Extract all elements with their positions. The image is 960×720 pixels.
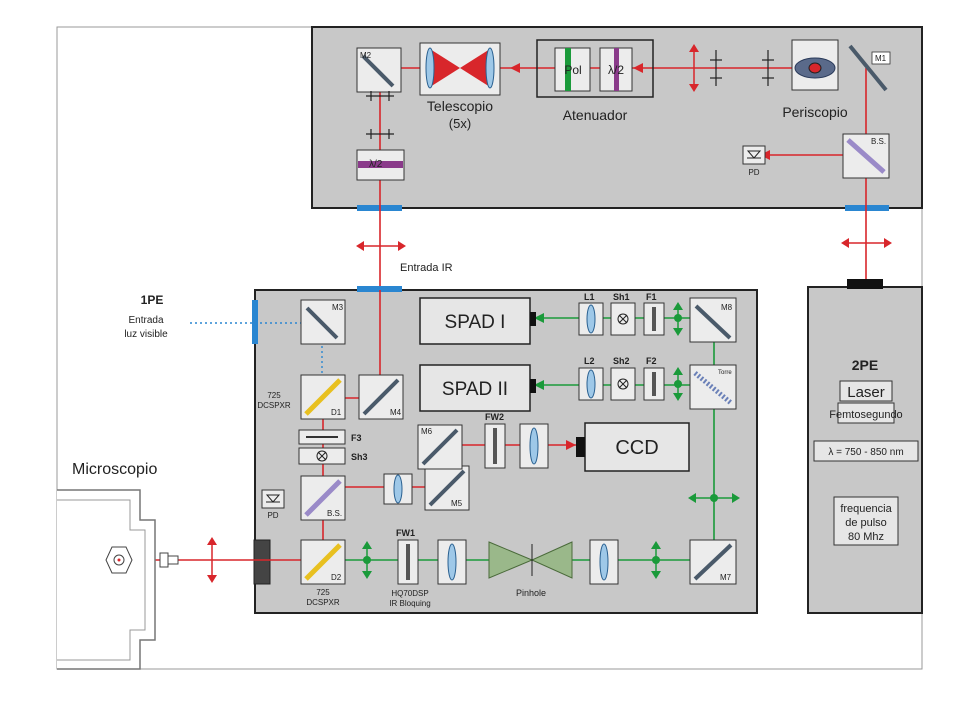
label-m3: M3: [332, 303, 344, 312]
spad-1: [419, 297, 531, 345]
label-1pe-line1: Entrada: [128, 315, 163, 326]
label-pol: Pol: [564, 63, 581, 77]
label-spad2: SPAD II: [442, 379, 508, 400]
spad-2: [419, 364, 531, 412]
label-sh2: Sh2: [613, 356, 630, 366]
label-d1-bot: DCSPXR: [257, 401, 291, 410]
ir-beam-top: [379, 67, 815, 290]
label-hq-top: HQ70DSP: [391, 589, 428, 598]
label-torre: Torre: [718, 370, 732, 376]
label-f3: F3: [351, 433, 362, 443]
label-m4: M4: [390, 408, 402, 417]
label-laser: Laser: [847, 384, 885, 401]
microscope-body: [57, 489, 156, 670]
label-bs-top: B.S.: [871, 137, 886, 146]
label-telescopio-sub: (5x): [449, 116, 471, 131]
label-d2-top: 725: [316, 588, 330, 597]
label-d1-top: 725: [267, 391, 281, 400]
label-d2: D2: [331, 573, 342, 582]
label-m6: M6: [421, 427, 433, 436]
objective-port: [253, 539, 271, 585]
label-freq1: frequencia: [840, 503, 892, 515]
label-f1: F1: [646, 292, 657, 302]
label-telescopio: Telescopio: [427, 98, 493, 114]
label-periscopio: Periscopio: [782, 104, 848, 120]
label-l2: L2: [584, 356, 595, 366]
label-sh1: Sh1: [613, 292, 630, 302]
label-hq-bot: IR Bloquing: [389, 599, 430, 608]
attenuator: [536, 39, 654, 98]
label-f2: F2: [646, 356, 657, 366]
shutter-sh1: [610, 302, 636, 336]
visible-port: [252, 300, 258, 344]
label-ccd: CCD: [615, 437, 658, 459]
label-atenuador: Atenuador: [563, 107, 628, 123]
label-spad1: SPAD I: [445, 312, 506, 333]
label-microscopio: Microscopio: [72, 461, 157, 478]
ir-port-right: [845, 205, 889, 211]
label-d1: D1: [331, 408, 342, 417]
label-laser-type: Femtosegundo: [829, 409, 902, 421]
label-l1: L1: [584, 292, 595, 302]
label-freq3: 80 Mhz: [848, 531, 884, 543]
label-pd-main: PD: [267, 511, 278, 520]
label-fw2: FW2: [485, 412, 504, 422]
label-1pe-line2: luz visible: [124, 329, 168, 340]
label-1pe: 1PE: [141, 293, 164, 307]
label-m1: M1: [875, 54, 887, 63]
label-lambda2: λ/2: [608, 63, 624, 77]
label-2pe: 2PE: [852, 357, 878, 373]
pinhole: [488, 541, 534, 579]
photodiode-main: [261, 489, 285, 509]
label-pinhole: Pinhole: [516, 588, 546, 598]
label-fw1: FW1: [396, 528, 415, 538]
label-pd-top: PD: [748, 168, 759, 177]
label-bs-main: B.S.: [327, 509, 342, 518]
label-m2: M2: [360, 51, 372, 60]
label-sh3: Sh3: [351, 452, 368, 462]
label-lambda2-left: λ/2: [369, 159, 383, 170]
label-entrada-ir: Entrada IR: [400, 262, 453, 274]
label-m8: M8: [721, 303, 733, 312]
label-freq2: de pulso: [845, 517, 887, 529]
label-m7: M7: [720, 573, 732, 582]
photodiode-top: [742, 145, 766, 165]
label-m5: M5: [451, 499, 463, 508]
mirror-m1: [848, 44, 888, 92]
ccd-camera: [584, 422, 690, 472]
label-d2-bot: DCSPXR: [306, 598, 340, 607]
label-laser-lambda: λ = 750 - 850 nm: [828, 447, 903, 458]
